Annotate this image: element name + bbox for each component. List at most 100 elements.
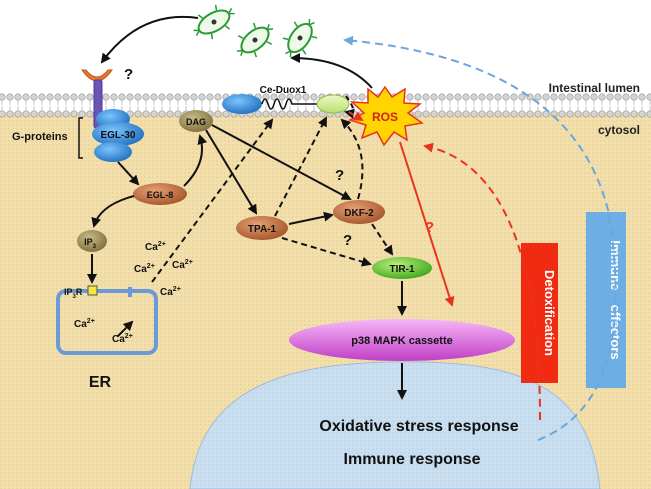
lipid-head — [46, 110, 54, 118]
calcium-ion-label: Ca2+ — [134, 263, 155, 275]
duox1-blue-domain — [222, 94, 262, 114]
lipid-head — [134, 110, 142, 118]
arrow-dag-to-tpa1 — [205, 129, 258, 215]
ip3r-label: IP3R — [64, 287, 83, 300]
ip3r-r: R — [76, 287, 83, 297]
lipid-head — [534, 93, 542, 101]
lipid-head — [518, 110, 526, 118]
calcium-charge: 2+ — [173, 286, 181, 293]
lipid-head — [206, 93, 214, 101]
calcium-ion-label: Ca2+ — [172, 259, 193, 271]
tpa1-label: TPA-1 — [248, 224, 277, 235]
lipid-head — [166, 110, 174, 118]
lipid-head — [182, 93, 190, 101]
lipid-head — [142, 93, 150, 101]
lipid-head — [582, 110, 590, 118]
lumen-label: Intestinal lumen — [549, 81, 640, 95]
tir1-node — [372, 257, 432, 279]
dkf2-label: DKF-2 — [344, 208, 374, 219]
lipid-head — [38, 110, 46, 118]
lipid-head — [30, 110, 38, 118]
lipid-head — [558, 110, 566, 118]
question-dkf2-tir1: ? — [343, 232, 352, 249]
lipid-head — [102, 93, 110, 101]
lipid-head — [254, 110, 262, 118]
lipid-head — [174, 93, 182, 101]
lipid-head — [174, 110, 182, 118]
lipid-head — [214, 110, 222, 118]
detox-box — [521, 243, 558, 383]
lipid-head — [150, 110, 158, 118]
ros-label: ROS — [372, 110, 398, 124]
ip3-sub: 3 — [93, 244, 97, 250]
lipid-head — [590, 110, 598, 118]
calcium-charge: 2+ — [185, 259, 193, 266]
calcium-ion-label: Ca2+ — [74, 318, 95, 330]
arrow-bacteria-to-receptor — [100, 16, 199, 64]
lipid-head — [494, 110, 502, 118]
p38-node — [289, 319, 515, 361]
arrow-dkf2-to-tir1 — [371, 223, 394, 256]
question-dkf2-duox: ? — [335, 167, 344, 184]
lipid-head — [574, 110, 582, 118]
lipid-head — [350, 93, 358, 101]
ros-burst — [348, 85, 424, 147]
calcium-base: Ca — [160, 287, 173, 298]
lipid-head — [150, 93, 158, 101]
arrow-tpa1-to-duox — [274, 116, 327, 217]
arrow-dkf2-to-duox — [340, 118, 364, 200]
lipid-head — [470, 93, 478, 101]
lipid-head — [86, 93, 94, 101]
g-proteins-label: G-proteins — [12, 131, 68, 143]
calcium-ion-label: Ca2+ — [145, 241, 166, 253]
calcium-base: Ca — [74, 319, 87, 330]
lipid-head — [0, 93, 6, 101]
lipid-head — [534, 110, 542, 118]
lipid-head — [430, 93, 438, 101]
lipid-head — [294, 110, 302, 118]
lipid-head — [6, 110, 14, 118]
lipid-head — [502, 110, 510, 118]
ip3-label: IP3 — [84, 237, 97, 250]
lumen-region — [0, 0, 651, 100]
lipid-head — [286, 110, 294, 118]
calcium-base: Ca — [112, 334, 125, 345]
lipid-head — [158, 93, 166, 101]
arrow-ros-to-p38 — [399, 141, 455, 307]
ip3-text: IP — [84, 237, 93, 247]
calcium-ion-label: Ca2+ — [160, 286, 181, 298]
lipid-head — [462, 110, 470, 118]
lipid-head — [190, 93, 198, 101]
arrow-dag-to-dkf2 — [211, 124, 352, 200]
lipid-head — [406, 93, 414, 101]
calcium-base: Ca — [134, 264, 147, 275]
lipid-head — [166, 93, 174, 101]
lipid-head — [566, 110, 574, 118]
lipid-head — [454, 93, 462, 101]
ip3r-sub: 3 — [73, 294, 77, 300]
arrow-duox-to-ros — [348, 111, 364, 122]
dag-label: DAG — [186, 117, 206, 127]
egl8-node — [133, 183, 187, 205]
bacterium-3 — [282, 19, 318, 57]
calcium-base: Ca — [172, 260, 185, 271]
lipid-head — [630, 110, 638, 118]
arrow-egl8-to-ip3 — [91, 195, 135, 228]
lipid-head — [126, 93, 134, 101]
dkf2-node — [333, 200, 385, 224]
cytosol-label: cytosol — [598, 123, 640, 137]
er-compartment — [56, 289, 158, 355]
lipid-head — [134, 93, 142, 101]
arrows — [87, 16, 617, 441]
calcium-ion-label: Ca2+ — [112, 333, 133, 345]
lipid-head — [638, 110, 646, 118]
lipid-head — [510, 110, 518, 118]
lipid-head — [486, 93, 494, 101]
egl30-node — [92, 122, 144, 146]
detox-label: Detoxification — [542, 270, 557, 356]
lipid-head — [54, 110, 62, 118]
immune-response: Immune response — [344, 451, 481, 468]
lipid-head — [270, 110, 278, 118]
er-channel — [128, 287, 132, 297]
